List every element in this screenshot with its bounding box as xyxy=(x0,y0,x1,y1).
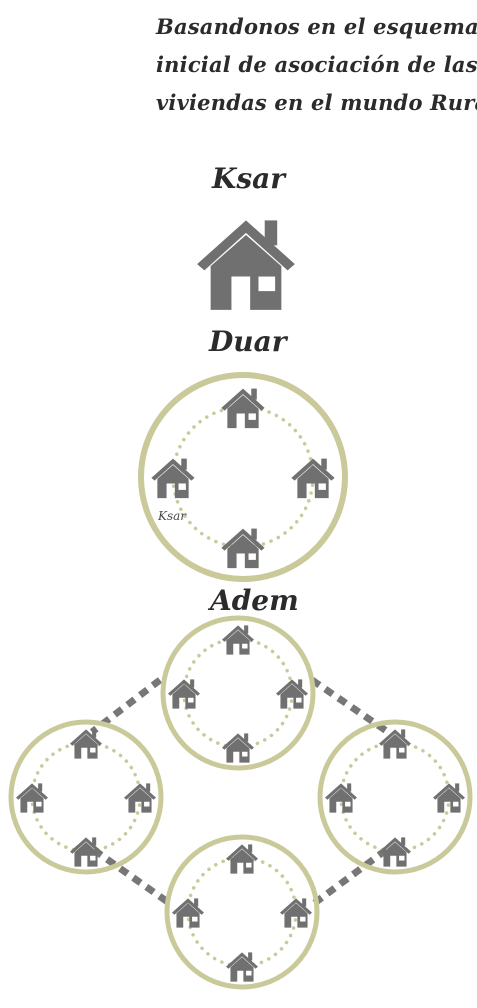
house-icon xyxy=(221,528,265,569)
adem-circle-top xyxy=(160,615,316,771)
house-icon xyxy=(226,952,258,982)
dotted-ring xyxy=(339,741,451,853)
outer-ring xyxy=(8,719,164,875)
dotted-ring xyxy=(30,741,142,853)
dotted-ring xyxy=(186,856,298,968)
adem-cluster xyxy=(8,615,473,990)
intro-line-3: viviendas en el mundo Rural xyxy=(156,90,477,115)
outer-ring xyxy=(160,615,316,771)
intro-line-1: Basandonos en el esquema xyxy=(156,14,477,39)
outer-ring xyxy=(164,834,320,990)
outer-ring xyxy=(138,372,348,582)
duar-cluster xyxy=(138,372,348,582)
adem-circle-bottom xyxy=(164,834,320,990)
outer-ring xyxy=(317,719,473,875)
house-icon xyxy=(291,458,335,499)
dotted-ring xyxy=(182,637,294,749)
intro-text: Basandonos en el esquema inicial de asoc… xyxy=(156,8,477,122)
house-icon xyxy=(222,733,254,763)
adem-circle-right xyxy=(317,719,473,875)
house-icon xyxy=(280,898,312,928)
dotted-ring xyxy=(171,405,315,549)
duar-house-label: Ksar xyxy=(157,509,187,523)
ksar-heading: Ksar xyxy=(212,162,285,195)
house-icon xyxy=(276,679,308,709)
house-icon xyxy=(433,783,465,813)
house-icon xyxy=(124,783,156,813)
adem-circle-left xyxy=(8,719,164,875)
house-icon xyxy=(197,220,295,310)
duar-circle xyxy=(138,372,348,582)
house-icon xyxy=(221,388,265,429)
house-icon xyxy=(197,220,295,310)
house-icon xyxy=(151,458,195,499)
adem-heading: Adem xyxy=(210,584,299,617)
intro-line-2: inicial de asociación de las xyxy=(156,52,477,77)
duar-heading: Duar xyxy=(209,325,287,358)
